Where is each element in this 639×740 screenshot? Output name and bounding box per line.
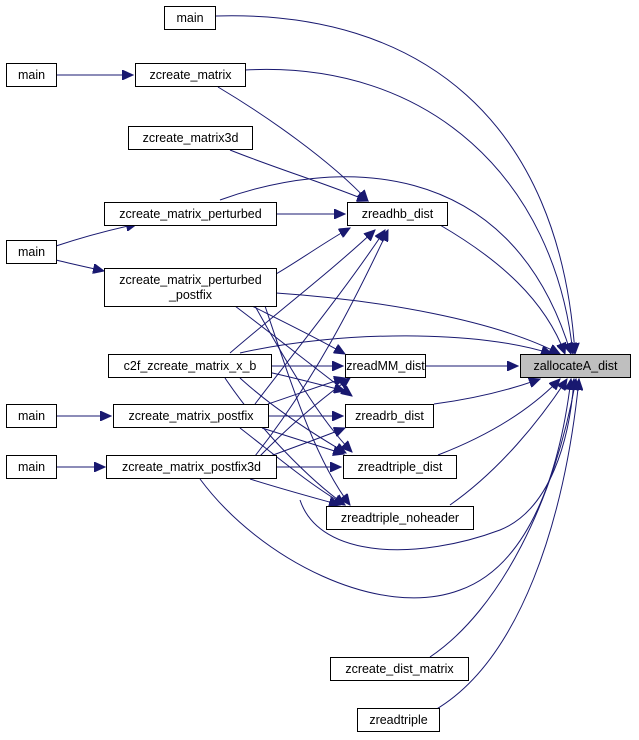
- edge-noheader-to-zallocate: [449, 379, 567, 506]
- node-zcreate-matrix3d[interactable]: zcreate_matrix3d: [128, 126, 253, 150]
- edge-main-to-zcreate-matrix-perturbed: [55, 224, 137, 247]
- node-label: main: [176, 11, 203, 25]
- node-zreadtriple[interactable]: zreadtriple: [357, 708, 440, 732]
- edge-postfix3d-to-zreadhb: [254, 230, 388, 457]
- edge-postfix-to-zreadmm: [267, 378, 345, 405]
- node-label: zcreate_matrix3d: [143, 131, 239, 145]
- node-label: zreadhb_dist: [362, 207, 434, 221]
- edge-postfix3d-to-noheader: [249, 478, 340, 505]
- edge-zreadtriple-to-zallocate: [434, 379, 579, 711]
- node-label: zreadrb_dist: [355, 409, 424, 423]
- node-zreadtriple-dist[interactable]: zreadtriple_dist: [343, 455, 457, 479]
- node-label: zcreate_matrix_postfix: [128, 409, 254, 423]
- node-zcreate-matrix-perturbed-postfix[interactable]: zcreate_matrix_perturbed _postfix: [104, 268, 277, 307]
- node-label: zcreate_dist_matrix: [345, 662, 454, 676]
- node-main-1[interactable]: main: [6, 63, 57, 87]
- edge-postfix-to-zreadhb: [254, 230, 385, 405]
- edge-c2f-to-noheader: [224, 377, 345, 505]
- node-label: zcreate_matrix: [150, 68, 233, 82]
- edge-perturbed-postfix-to-zreadmm: [249, 304, 345, 354]
- node-zreadhb-dist[interactable]: zreadhb_dist: [347, 202, 448, 226]
- node-label: main: [18, 409, 45, 423]
- node-label: main: [18, 245, 45, 259]
- node-main-4[interactable]: main: [6, 455, 57, 479]
- edge-perturbed-postfix-to-zallocate: [275, 292, 560, 354]
- node-label: main: [18, 460, 45, 474]
- node-label: zreadtriple_dist: [358, 460, 443, 474]
- edge-c2f-to-zreadrb: [267, 371, 345, 391]
- edge-perturbed-postfix-to-noheader: [264, 305, 350, 505]
- edge-zreadrb-to-zallocate: [433, 379, 540, 405]
- node-label: zcreate_matrix_perturbed: [119, 207, 261, 221]
- node-label: c2f_zcreate_matrix_x_b: [124, 359, 257, 373]
- node-zreadrb-dist[interactable]: zreadrb_dist: [345, 404, 434, 428]
- edges: [55, 15, 579, 711]
- edge-c2f-to-zallocate: [239, 335, 552, 354]
- edge-postfix-curve-to-zallocate: [299, 379, 574, 551]
- edge-perturbed-postfix-to-zreadhb: [275, 228, 350, 275]
- node-zcreate-matrix-postfix[interactable]: zcreate_matrix_postfix: [113, 404, 269, 428]
- node-zcreate-matrix-postfix3d[interactable]: zcreate_matrix_postfix3d: [106, 455, 277, 479]
- node-zcreate-matrix-perturbed[interactable]: zcreate_matrix_perturbed: [104, 202, 277, 226]
- edge-zcreate-dist-matrix-to-zallocate: [429, 379, 576, 658]
- node-label-line2: _postfix: [168, 288, 213, 302]
- edge-postfix3d-to-zreadmm: [259, 378, 350, 457]
- edge-zreadtriple-dist-to-zallocate: [437, 379, 560, 456]
- node-main-2[interactable]: main: [6, 240, 57, 264]
- node-label-line1: zcreate_matrix_perturbed: [119, 273, 261, 287]
- edge-perturbed-to-zallocate: [219, 176, 571, 354]
- node-zreadmm-dist[interactable]: zreadMM_dist: [345, 354, 426, 378]
- node-main-3[interactable]: main: [6, 404, 57, 428]
- edge-zreadhb-to-zallocate: [439, 224, 565, 354]
- edge-main-to-zcreate-matrix-perturbed-postfix: [55, 259, 104, 271]
- node-label: zallocateA_dist: [533, 359, 618, 373]
- edge-c2f-to-zreadhb: [229, 230, 375, 354]
- edge-zcreate-matrix-to-zreadhb: [217, 86, 368, 201]
- edge-zcreate-matrix3d-to-zreadhb: [229, 149, 368, 201]
- edge-postfix-to-zreadtriple: [261, 427, 344, 454]
- node-zcreate-dist-matrix[interactable]: zcreate_dist_matrix: [330, 657, 469, 681]
- node-label: zreadtriple_noheader: [341, 511, 459, 525]
- edge-perturbed-postfix-to-zreadrb: [234, 305, 352, 396]
- node-label: zreadMM_dist: [346, 359, 425, 373]
- edge-main-top-to-zallocate: [215, 15, 575, 354]
- node-main-top[interactable]: main: [164, 6, 216, 30]
- node-c2f-zcreate-matrix-x-b[interactable]: c2f_zcreate_matrix_x_b: [108, 354, 272, 378]
- node-zallocatea-dist[interactable]: zallocateA_dist: [520, 354, 631, 378]
- edge-postfix3d-curve-to-zallocate: [199, 379, 571, 599]
- node-zcreate-matrix[interactable]: zcreate_matrix: [135, 63, 246, 87]
- node-label: zreadtriple: [369, 713, 427, 727]
- node-label: zcreate_matrix_postfix3d: [122, 460, 261, 474]
- edge-zcreate-matrix-to-zallocate: [244, 68, 573, 354]
- edge-perturbed-postfix-to-zreadtriple: [254, 305, 352, 452]
- node-label: main: [18, 68, 45, 82]
- node-zreadtriple-noheader[interactable]: zreadtriple_noheader: [326, 506, 474, 530]
